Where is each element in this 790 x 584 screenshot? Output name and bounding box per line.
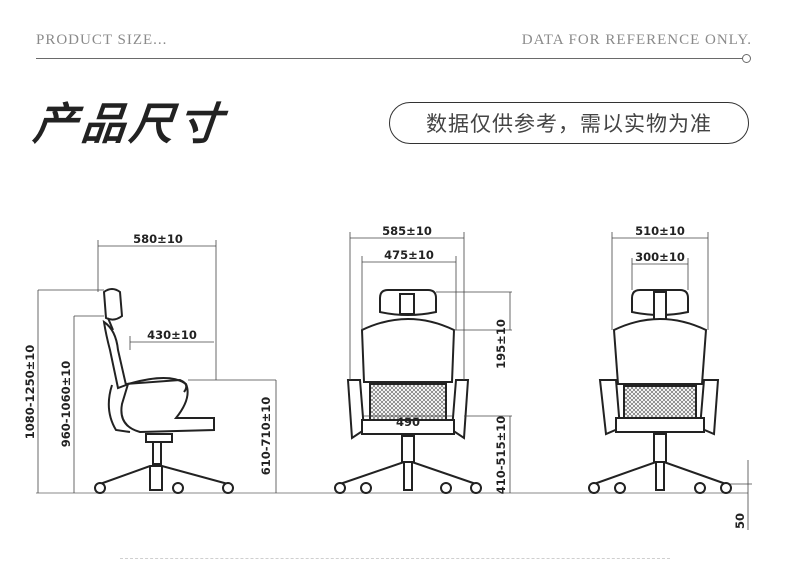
reference-pill-text: 数据仅供参考，需以实物为准 <box>426 112 712 136</box>
dim-front-headrest-height: 195±10 <box>494 319 508 369</box>
dim-rear-headrest-width: 300±10 <box>635 250 685 264</box>
side-dimensions <box>37 240 277 493</box>
chair-side-view <box>94 288 234 494</box>
chair-front-view <box>334 289 482 494</box>
front-dimensions <box>349 232 512 493</box>
dim-side-seat-depth: 430±10 <box>147 328 197 342</box>
dim-caster: 50 <box>733 513 747 529</box>
dim-front-back-width: 475±10 <box>384 248 434 262</box>
dim-front-width: 585±10 <box>382 224 432 238</box>
reference-pill: 数据仅供参考，需以实物为准 <box>389 102 749 144</box>
dim-rear-width: 510±10 <box>635 224 685 238</box>
rear-dimensions <box>611 232 752 530</box>
footer-divider <box>120 558 670 559</box>
header-product-size: PRODUCT SIZE... <box>36 32 168 48</box>
dim-side-depth: 580±10 <box>133 232 183 246</box>
dim-front-seat-width: 490 <box>396 415 420 429</box>
dim-side-seat-height: 610-710±10 <box>259 397 273 475</box>
divider-end-dot <box>742 54 751 63</box>
chair-rear-view <box>588 289 732 494</box>
dim-side-back-height: 960-1060±10 <box>59 361 73 447</box>
header-divider <box>36 58 744 59</box>
header-reference-note: DATA FOR REFERENCE ONLY. <box>521 32 752 48</box>
dim-front-seat-floor: 410-515±10 <box>494 416 508 494</box>
dim-side-total-height: 1080-1250±10 <box>23 345 37 439</box>
